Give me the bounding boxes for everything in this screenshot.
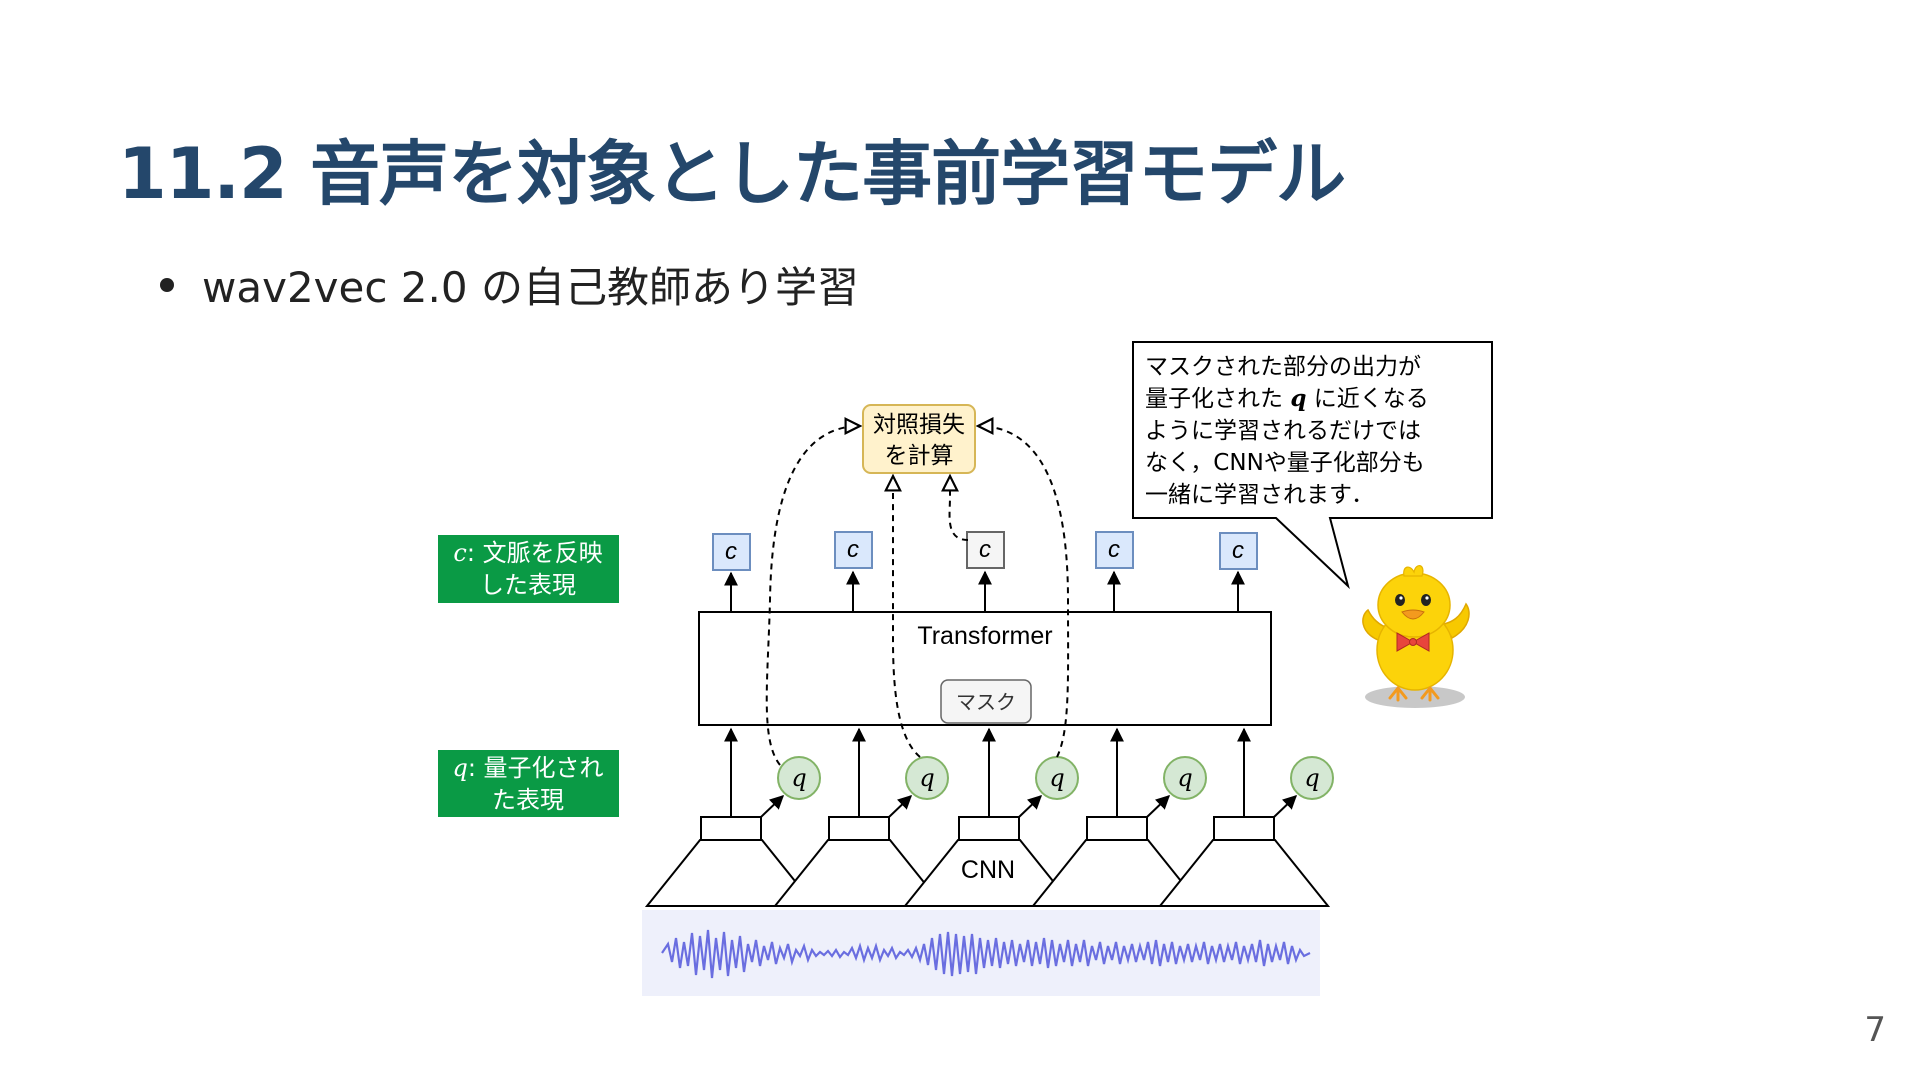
mascot-foot-right [1420,686,1440,702]
q-node: q [1035,756,1079,800]
arrow [1018,795,1043,818]
callout-line2-a: 量子化された [1145,386,1290,412]
contrastive-loss-box [862,404,976,474]
c-label: c [725,538,737,565]
mascot-eye-right [1421,594,1431,606]
callout-line1: マスクされた部分の出力が [1145,354,1421,380]
callout-line2-b: に近くなる [1306,386,1428,412]
chick-mascot [1362,565,1470,708]
mask-label: マスク [956,690,1016,714]
mascot-crest [1403,565,1424,577]
feature-bars [700,816,1275,841]
legend-c-line2: した表現 [480,571,576,599]
c-label: c [1108,536,1120,563]
dashed-arrow-q1-to-loss [765,426,860,766]
q-node: q [1290,756,1334,800]
mascot-beak [1401,609,1425,620]
c-label: c [979,536,991,563]
feature-bar [700,816,762,841]
bullet-text: wav2vec 2.0 の自己教師あり学習 [202,263,859,312]
bullet-item: wav2vec 2.0 の自己教師あり学習 [160,254,859,315]
c-node-masked: c [966,531,1005,569]
q-label: q [919,764,934,792]
loss-label-line2: を計算 [885,443,954,469]
speech-bubble-shape [1132,341,1493,590]
feature-to-transformer-arrows [724,727,1251,817]
cnn-block [1157,839,1331,907]
svg-text:c: 文脈を反映: c: 文脈を反映 [453,539,602,567]
mascot-eye-left [1395,594,1405,606]
callout-line2-var: q [1290,385,1306,412]
loss-label-line1: 対照損失 [873,412,965,438]
transformer-label: Transformer [917,622,1052,650]
c-node: c [712,533,751,571]
q-node: q [777,756,821,800]
feature-to-q-arrows [760,795,1298,818]
speech-bubble: マスクされた部分の出力が 量子化された q に近くなる ように学習されるだけでは… [1132,341,1493,590]
bullet-dot [160,277,174,292]
callout-line4: なく，CNNや量子化部分も [1145,450,1425,476]
q-nodes: q q q q q [777,756,1334,800]
feature-bar [1086,816,1148,841]
feature-bar [1213,816,1275,841]
c-node: c [834,531,873,569]
contrastive-dashed-arrows [765,426,1070,766]
legend-c-var: c [453,539,466,567]
c-node: c [1095,531,1134,569]
dashed-arrow-c-to-loss [950,476,969,541]
mascot-foot-left [1388,686,1408,702]
transformer-to-c-arrows [724,570,1245,612]
feature-bar [828,816,890,841]
legend-q-line1: : 量子化され [468,754,604,782]
q-label: q [1177,764,1192,792]
c-nodes: c c c c c [712,531,1258,571]
mask-box [940,679,1032,724]
q-label: q [1049,764,1064,792]
mascot-shadow [1365,686,1465,708]
c-label: c [847,536,859,563]
legend-c-line1: : 文脈を反映 [467,539,603,567]
q-label: q [791,764,806,792]
q-node: q [1163,756,1207,800]
q-node: q [905,756,949,800]
callout-line3: ように学習されるだけでは [1145,418,1421,444]
cnn-label: CNN [961,856,1015,884]
arrow [888,795,913,818]
slide-title: 11.2 音声を対象とした事前学習モデル [118,133,1346,215]
legend-c: c: 文脈を反映 した表現 [438,535,619,603]
dashed-arrow-q2-to-loss [893,476,921,758]
bullet-list: wav2vec 2.0 の自己教師あり学習 [160,254,859,315]
mascot-head [1377,572,1451,638]
q-label: q [1304,764,1319,792]
waveform-signal [661,929,1311,979]
waveform [642,910,1320,996]
feature-bar [958,816,1020,841]
legend-q-line2: た表現 [492,786,564,814]
c-label: c [1232,537,1244,564]
callout-line5: 一緒に学習されます． [1145,482,1374,508]
c-node: c [1219,532,1258,570]
legend-q: q: 量子化され た表現 [438,750,619,817]
arrow [1146,795,1171,818]
legend-q-var: q [452,754,467,782]
svg-text:量子化された q に近くなる: 量子化された q に近くなる [1145,385,1429,412]
arrow [1273,795,1298,818]
arrow [760,795,785,818]
svg-text:q: 量子化され: q: 量子化され [452,754,603,782]
mascot-wing-right [1442,602,1470,640]
dashed-arrow-q3-to-loss [978,426,1070,758]
page-number: 7 [1864,1010,1886,1050]
